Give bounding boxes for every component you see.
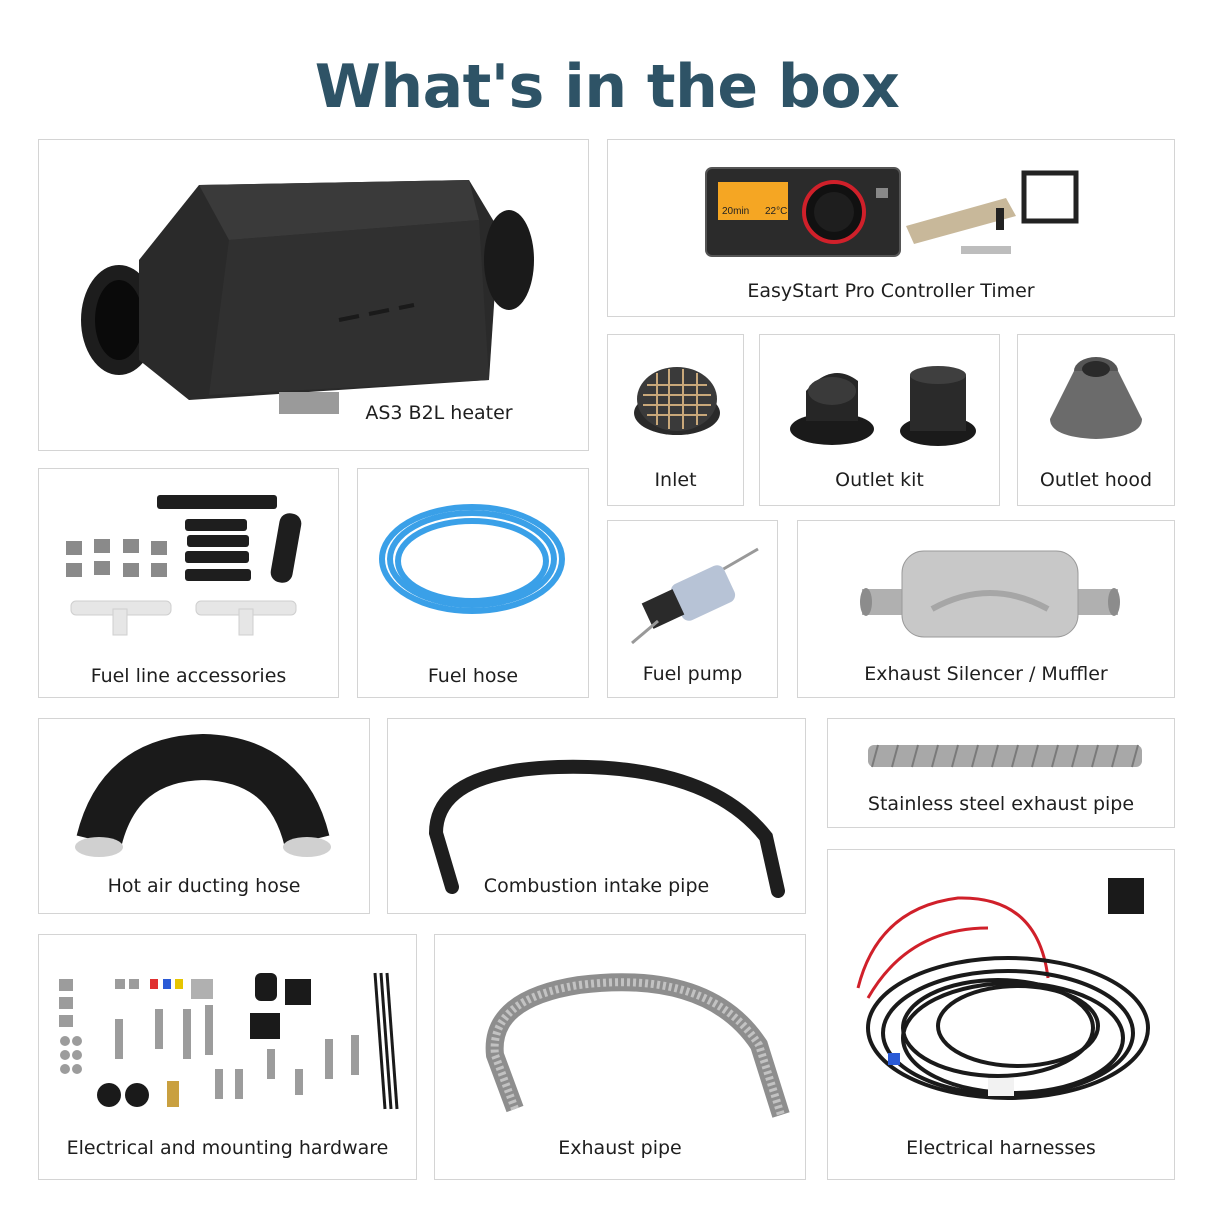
card-stainless-exhaust: Stainless steel exhaust pipe xyxy=(827,718,1175,828)
card-mounting-hardware: Electrical and mounting hardware xyxy=(38,934,417,1180)
card-combustion-intake: Combustion intake pipe xyxy=(387,718,806,914)
exhaust-pipe-image xyxy=(485,973,790,1118)
outlet-kit-image xyxy=(790,366,976,446)
card-exhaust-silencer: Exhaust Silencer / Muffler xyxy=(797,520,1175,698)
label-harnesses: Electrical harnesses xyxy=(906,1137,1096,1159)
card-exhaust-pipe: Exhaust pipe xyxy=(434,934,806,1180)
card-harnesses: Electrical harnesses xyxy=(827,849,1175,1180)
card-outlet-kit: Outlet kit xyxy=(759,334,1000,506)
display-timer: 20min xyxy=(722,206,750,217)
label-fuel-hose: Fuel hose xyxy=(427,665,519,687)
fuel-line-accessories-image xyxy=(66,495,302,636)
label-heater: AS3 B2L heater xyxy=(365,402,513,424)
page-title: What's in the box xyxy=(314,52,900,122)
label-fuel-line-accessories: Fuel line accessories xyxy=(90,665,287,687)
heater-image xyxy=(81,180,534,414)
card-controller: 20min 22°C EasyStart Pro Controller Time… xyxy=(607,139,1175,317)
label-outlet-kit: Outlet kit xyxy=(835,469,924,491)
label-mounting-hardware: Electrical and mounting hardware xyxy=(66,1137,389,1159)
fuel-hose-image xyxy=(379,504,565,614)
mounting-hardware-image xyxy=(59,972,399,1110)
card-heater: AS3 B2L heater xyxy=(38,139,589,451)
card-fuel-pump: Fuel pump xyxy=(607,520,778,698)
hot-air-hose-image xyxy=(75,733,331,857)
card-fuel-line-accessories: Fuel line accessories xyxy=(38,468,339,698)
display-temp: 22°C xyxy=(765,206,788,217)
card-fuel-hose: Fuel hose xyxy=(357,468,589,698)
label-exhaust-pipe: Exhaust pipe xyxy=(558,1137,682,1159)
label-fuel-pump: Fuel pump xyxy=(642,663,743,685)
exhaust-silencer-image xyxy=(860,550,1120,638)
label-combustion-intake: Combustion intake pipe xyxy=(483,875,710,897)
combustion-intake-image xyxy=(428,759,785,898)
label-inlet: Inlet xyxy=(654,469,697,491)
label-exhaust-silencer: Exhaust Silencer / Muffler xyxy=(864,663,1108,685)
label-hot-air-hose: Hot air ducting hose xyxy=(107,875,301,897)
card-outlet-hood: Outlet hood xyxy=(1017,334,1175,506)
controller-image xyxy=(705,167,1079,257)
card-inlet: Inlet xyxy=(607,334,744,506)
inlet-image xyxy=(634,367,720,435)
card-hot-air-hose: Hot air ducting hose xyxy=(38,718,370,914)
fuel-pump-image xyxy=(631,547,759,645)
harnesses-image xyxy=(856,878,1150,1100)
outlet-hood-image xyxy=(1050,357,1142,439)
label-stainless-exhaust: Stainless steel exhaust pipe xyxy=(867,793,1135,815)
stainless-exhaust-image xyxy=(868,744,1142,768)
label-outlet-hood: Outlet hood xyxy=(1039,469,1153,491)
label-controller: EasyStart Pro Controller Timer xyxy=(747,280,1035,302)
